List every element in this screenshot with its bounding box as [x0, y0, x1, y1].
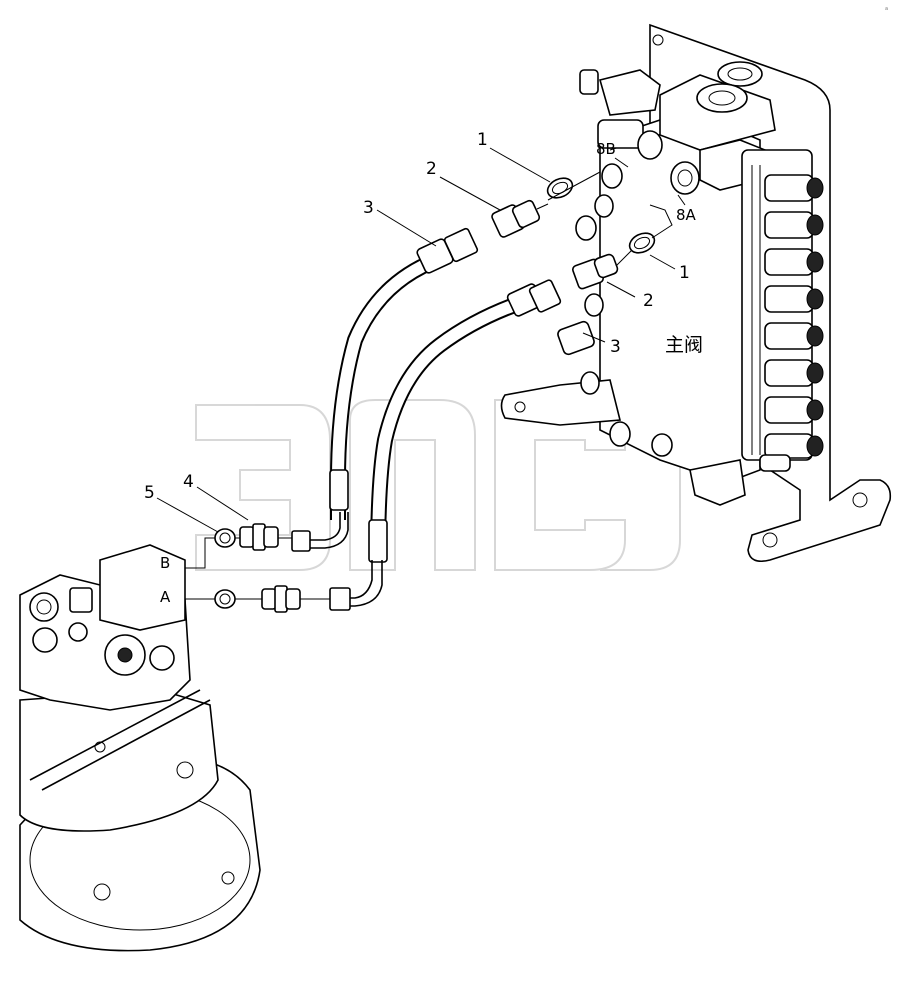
leader-lines: [156, 147, 686, 533]
adapter-lower: [572, 253, 619, 290]
main-valve: [500, 23, 892, 563]
callout-hose-upper: 3: [363, 198, 374, 218]
adapter-motor-a: [261, 585, 301, 613]
port-label-8a: 8A: [676, 206, 697, 224]
hose-upper: [291, 227, 479, 552]
callout-oring-lower: 1: [679, 263, 690, 283]
callout-adapter-lower: 2: [643, 291, 654, 311]
callout-oring-upper: 1: [477, 130, 488, 150]
spool-sections: [741, 149, 824, 461]
main-valve-label: 主阀: [665, 334, 703, 356]
corner-mark: a: [885, 6, 888, 12]
adapter-motor-b: [239, 523, 279, 551]
callout-adapter-upper: 2: [426, 159, 437, 179]
port-label-8b: 8B: [596, 140, 616, 158]
callout-oring-motor: 5: [144, 483, 155, 503]
travel-motor: [19, 544, 261, 952]
callout-adapter-motor: 4: [183, 472, 194, 492]
oring-motor-a: [214, 589, 236, 609]
adapter-upper: [491, 199, 549, 238]
callout-hose-lower: 3: [610, 337, 621, 357]
hose-lower: [329, 279, 562, 611]
port-label-b: B: [160, 554, 170, 572]
port-label-a: A: [160, 588, 171, 606]
